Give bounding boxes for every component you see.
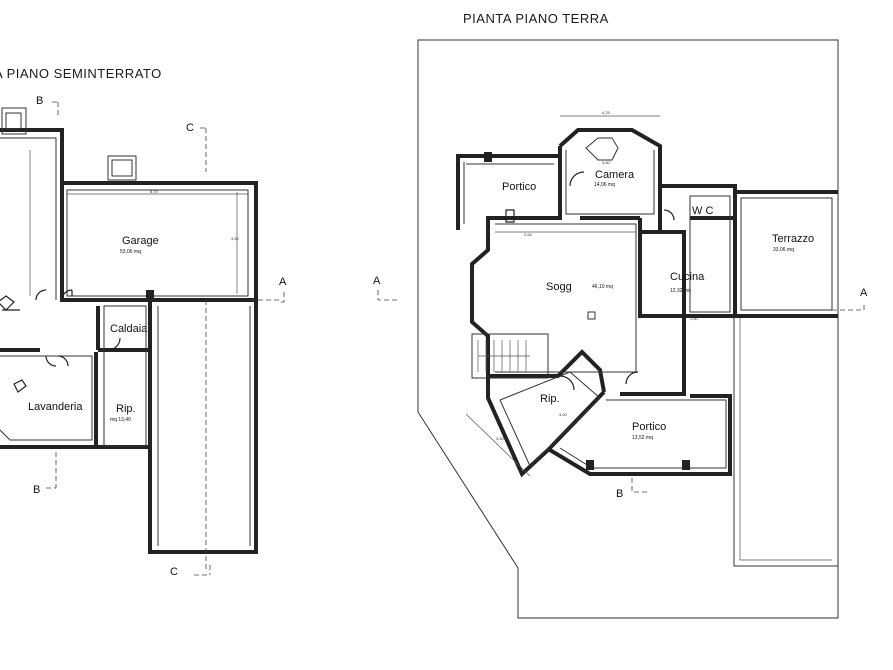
lot-boundary [417, 39, 839, 619]
camera-width-dimension: 3,60 [602, 160, 611, 165]
ground-floor-plan: 4,25 3,60 2,64 2,60 3,00 3,60 Portico Ca… [373, 39, 868, 619]
rip-ground-outline [499, 371, 601, 467]
garage-inner-outline [66, 189, 249, 297]
sogg-width-dimension: 2,64 [524, 232, 533, 237]
corridor-wall [0, 137, 57, 300]
cucina-inner-outline [689, 195, 731, 313]
room-label-terrazzo: Terrazzo [772, 233, 814, 245]
rip-width-dimension: 3,00 [559, 412, 568, 417]
staircase-outline [471, 333, 549, 379]
portico-diagonal-dimension: 3,60 [496, 436, 505, 441]
terrazzo-inner [740, 197, 833, 311]
room-label-caldaia: Caldaia [110, 323, 148, 335]
garage-doors [35, 289, 73, 301]
room-label-rip-basement: Rip. [116, 403, 136, 415]
room-area-portico-s: 13,52 mq [632, 435, 653, 441]
terrazzo-walls [735, 190, 838, 318]
patio-inner-boundary [739, 318, 832, 561]
room-label-rip-ground: Rip. [540, 393, 560, 405]
room-label-camera: Camera [595, 169, 635, 181]
room-label-lavanderia: Lavanderia [28, 401, 83, 413]
staircase-treads [477, 340, 530, 372]
room-label-portico-s: Portico [632, 421, 666, 433]
portico-column-nw [484, 152, 492, 162]
section-c-bottom-line [194, 565, 211, 576]
room-label-garage: Garage [122, 235, 159, 247]
section-a-basement-line [250, 292, 285, 303]
section-c-top-marker: C [186, 122, 194, 134]
ramp-edges [157, 306, 251, 546]
room-area-terrazzo: 33,06 mq [773, 247, 794, 253]
room-area-cucina: 12,32 mq [670, 288, 691, 294]
section-b-ground-line [631, 478, 648, 493]
basement-partitions [0, 306, 150, 446]
portico-nw-inner [463, 162, 554, 224]
section-a-left-marker: A [373, 275, 381, 287]
ground-floor-plan-title: PIANTA PIANO TERRA [463, 11, 609, 26]
chimney-inner [111, 159, 133, 177]
chimney-block [107, 155, 137, 181]
section-c-bottom-marker: C [170, 566, 178, 578]
section-b-bottom-marker: B [33, 484, 40, 496]
portico-column-right [682, 460, 690, 470]
section-c-line [200, 127, 207, 570]
section-b-top-marker: B [36, 95, 43, 107]
camera-inner-outline [565, 150, 655, 215]
portico-south-inner [559, 399, 727, 469]
room-label-sogg: Sogg [546, 281, 572, 293]
section-b-top-line [52, 101, 59, 118]
room-area-sogg: 46,10 mq [592, 284, 613, 290]
room-label-cucina: Cucina [670, 271, 705, 283]
room-area-camera: 14,06 mq [594, 182, 615, 188]
portico-diagonal-dimension-line [465, 413, 531, 477]
room-area-garage: 53,06 mq [120, 249, 141, 255]
stair-symbol [0, 295, 20, 311]
section-b-ground-marker: B [616, 488, 623, 500]
fireplace-symbol [587, 311, 596, 320]
room-area-rip-basement: mq 13,40 [110, 417, 131, 423]
section-a-left-line [377, 290, 398, 301]
camera-bay-window [585, 137, 619, 161]
patio-boundary [733, 318, 838, 567]
basement-plan: 8,70 3,50 Garage 53,06 mq Caldaia Lavand… [0, 95, 287, 578]
room-label-portico-nw: Portico [502, 181, 536, 193]
kitchen-wc-partitions [638, 186, 735, 318]
lavanderia-outline [0, 355, 93, 441]
structural-column [146, 290, 154, 302]
basement-plan-title: A PIANO SEMINTERRATO [0, 66, 162, 81]
room-label-wc: W C [692, 205, 713, 217]
portico-south-wall [548, 394, 732, 476]
garage-width-dimension: 8,70 [150, 189, 159, 194]
section-a-right-line [832, 302, 865, 311]
portico-nw-fixture [505, 209, 515, 223]
laundry-fixture [13, 379, 27, 393]
sogg-inner-outline [495, 223, 637, 373]
section-b-bottom-line [46, 452, 57, 489]
basement-door-swings [45, 337, 121, 367]
section-a-basement-marker: A [279, 276, 287, 288]
garage-depth-dimension: 3,50 [231, 236, 240, 241]
bay-width-dimension: 4,25 [602, 110, 611, 115]
ground-door-swings [559, 171, 675, 391]
rip-room-outline [103, 305, 147, 447]
section-a-right-marker: A [860, 287, 868, 299]
light-well-inner [5, 112, 22, 130]
portico-column-left [586, 460, 594, 470]
cucina-width-dimension: 2,60 [690, 316, 699, 321]
light-well [1, 107, 27, 135]
portico-nw-wall [456, 146, 562, 230]
